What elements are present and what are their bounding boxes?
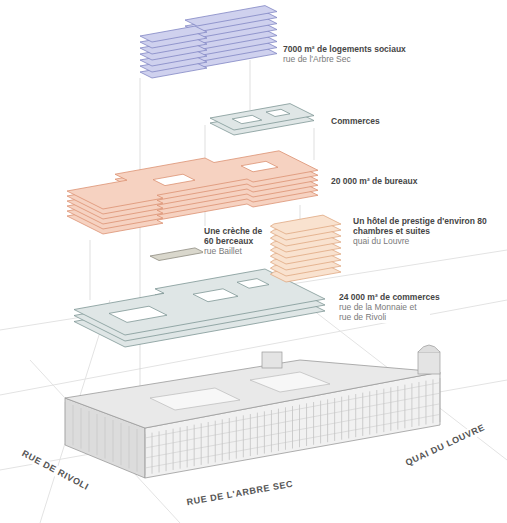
facade-window xyxy=(411,383,412,427)
facade-floor-line xyxy=(145,393,440,448)
facade-window xyxy=(180,427,181,468)
facade-window xyxy=(376,390,377,433)
leader-line xyxy=(90,240,91,300)
facade-window xyxy=(313,402,314,445)
facade-window xyxy=(285,407,286,449)
facade-window xyxy=(215,421,216,463)
area-label: Un hôtel de prestige d'environ 80 chambr… xyxy=(352,216,499,236)
retail-floor-courtyard xyxy=(266,109,290,116)
facade-window xyxy=(194,425,195,467)
facade-window xyxy=(89,411,90,452)
facade-window xyxy=(257,413,258,455)
facade-window xyxy=(208,422,209,464)
area-label: 24 000 m² de commerces xyxy=(338,292,490,302)
office-floor-courtyard xyxy=(153,174,195,185)
facade-window xyxy=(201,423,202,465)
facade-window xyxy=(166,430,167,471)
facade-window xyxy=(159,431,160,472)
retail-floor-courtyard xyxy=(237,279,269,289)
facade-window xyxy=(81,408,82,449)
street-label: QUAI DU LOUVRE xyxy=(403,421,488,468)
street-note: rue Baillet xyxy=(203,246,267,256)
street-note: rue de l'Arbre Sec xyxy=(282,54,474,64)
housing-floor xyxy=(140,26,207,42)
facade-window xyxy=(243,415,244,457)
area-label: 20 000 m² de bureaux xyxy=(330,176,482,186)
roof-courtyard xyxy=(150,388,240,410)
facade-window xyxy=(306,403,307,446)
corner-dome xyxy=(418,345,440,352)
leader-line xyxy=(250,60,251,110)
facade-window xyxy=(129,426,130,468)
facade-floor-line xyxy=(145,404,440,458)
facade-window xyxy=(334,398,335,441)
retail-floor-courtyard xyxy=(193,289,238,302)
facade-window xyxy=(222,419,223,461)
retail-floor-courtyard xyxy=(232,115,262,123)
facade-window xyxy=(65,402,66,442)
facade-window xyxy=(97,414,98,455)
facade-window xyxy=(348,395,349,438)
nursery-floor xyxy=(150,248,204,261)
facade-window xyxy=(113,420,114,462)
facade-window xyxy=(369,391,370,434)
facade-window xyxy=(137,429,138,472)
facade-window xyxy=(390,387,391,431)
facade-window xyxy=(432,379,433,423)
facade-window xyxy=(278,409,279,451)
facade-window xyxy=(73,405,74,445)
facade-window xyxy=(327,399,328,442)
street-note: quai du Louvre xyxy=(352,236,499,246)
facade-window xyxy=(425,381,426,425)
facade-floor-line xyxy=(145,414,440,468)
facade-window xyxy=(383,389,384,432)
leader-line xyxy=(314,128,315,160)
facade-window xyxy=(320,401,321,444)
facade-window xyxy=(187,426,188,467)
retail-floor-courtyard xyxy=(109,306,167,322)
facade-window xyxy=(173,429,174,470)
facade-window xyxy=(250,414,251,456)
office-floor xyxy=(67,151,318,209)
facade-floor-line xyxy=(145,383,440,438)
facade-window xyxy=(299,405,300,448)
facade-window xyxy=(236,417,237,459)
area-label: Une crèche de 60 berceaux xyxy=(203,226,267,246)
facade-window xyxy=(292,406,293,449)
corner-dome xyxy=(262,352,282,368)
facade-window xyxy=(271,410,272,452)
facade-window xyxy=(152,433,153,474)
street-label: RUE DE L'ARBRE SEC xyxy=(185,478,295,508)
office-floor-courtyard xyxy=(241,161,278,172)
area-label: Commerces xyxy=(330,116,452,126)
facade-window xyxy=(418,382,419,426)
facade-window xyxy=(105,417,106,459)
corner-dome xyxy=(418,352,440,374)
facade-window xyxy=(355,394,356,437)
facade-window xyxy=(121,423,122,465)
hotel-floor xyxy=(270,215,341,234)
facade-window xyxy=(440,378,441,422)
facade-window xyxy=(341,397,342,440)
facade-window xyxy=(362,393,363,436)
facade-window xyxy=(145,432,146,475)
facade-window xyxy=(397,386,398,430)
street-label: RUE DE RIVOLI xyxy=(19,447,91,492)
facade-window xyxy=(264,411,265,453)
facade-window xyxy=(404,385,405,429)
retail-floor xyxy=(210,104,314,130)
facade-window xyxy=(229,418,230,460)
housing-floor xyxy=(185,6,277,26)
street-note: rue de la Monnaie et rue de Rivoli xyxy=(338,302,430,322)
area-label: 7000 m² de logements sociaux xyxy=(282,44,474,54)
leader-line xyxy=(140,78,141,398)
roof-courtyard xyxy=(250,372,330,392)
